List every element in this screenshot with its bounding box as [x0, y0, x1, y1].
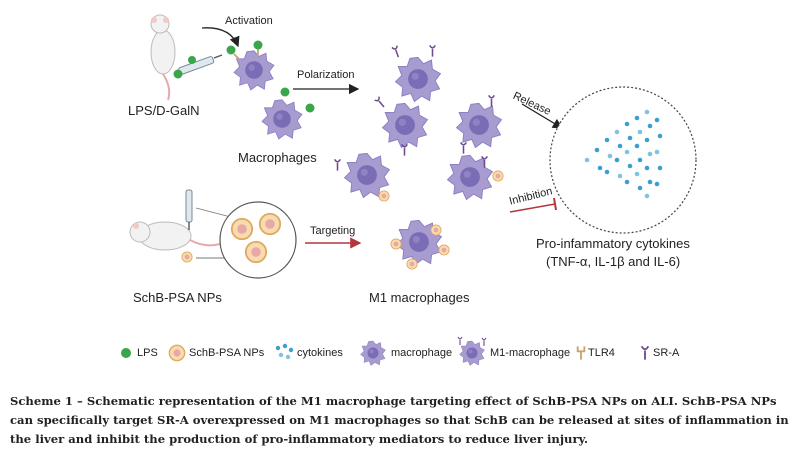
cytokine-dot	[584, 157, 590, 163]
m1-macrophage-icon	[457, 336, 487, 366]
targeting-label: Targeting	[310, 225, 356, 237]
cytokine-dot	[627, 163, 633, 169]
cytokine-dot	[604, 137, 610, 143]
cytokine-dot	[614, 129, 620, 135]
m1-macrophages-label: M1 macrophages	[369, 290, 470, 305]
legend-label-nps: SchB-PSA NPs	[189, 347, 265, 359]
cytokine-dot	[604, 169, 610, 175]
cytokine-dot	[634, 143, 640, 149]
cytokine-dots	[584, 109, 663, 199]
macrophage	[261, 87, 315, 140]
cytokines-title: Pro-infammatory cytokines	[536, 236, 690, 251]
cytokine-dot	[644, 109, 650, 115]
inhibition-arrow	[509, 197, 557, 213]
cytokine-dot	[617, 173, 623, 179]
polarization-label: Polarization	[297, 69, 355, 81]
m1-macrophage	[390, 219, 450, 270]
cytokine-dot	[634, 171, 640, 177]
mouse-injection-icon	[150, 14, 223, 101]
cytokine-dot	[624, 179, 630, 185]
cytokine-dot	[637, 157, 643, 163]
m1-macrophage-cluster	[333, 44, 504, 202]
sr-a-icon	[640, 345, 650, 361]
cytokine-dot	[647, 123, 653, 129]
cytokine-dot	[647, 179, 653, 185]
cytokine-dot	[654, 181, 660, 187]
tlr4-icon	[576, 345, 586, 361]
legend	[121, 336, 650, 366]
mouse-injection-icon	[129, 189, 221, 263]
cytokine-dot	[657, 165, 663, 171]
cytokine-dot	[657, 133, 663, 139]
legend-label-lps: LPS	[137, 347, 158, 359]
macrophage-icon	[360, 340, 386, 366]
cytokine-dot	[597, 165, 603, 171]
legend-label-macrophage: macrophage	[391, 347, 453, 359]
cytokine-dot	[644, 137, 650, 143]
cytokine-dot	[644, 193, 650, 199]
legend-label-cytokines: cytokines	[297, 347, 343, 359]
lps-dot-icon	[121, 348, 131, 358]
cytokine-dot	[624, 149, 630, 155]
cytokine-dot	[614, 157, 620, 163]
cytokines-icon	[275, 343, 294, 360]
cytokine-dot	[617, 143, 623, 149]
macrophage	[226, 40, 275, 91]
cytokine-dot	[607, 153, 613, 159]
cytokine-region	[549, 86, 697, 234]
cytokine-dot	[594, 147, 600, 153]
cytokine-dot	[654, 117, 660, 123]
cytokine-dot	[624, 121, 630, 127]
cytokine-dot	[654, 149, 660, 155]
cytokine-dot	[637, 185, 643, 191]
macrophages-label: Macrophages	[238, 150, 317, 165]
nanoparticle-magnified	[219, 201, 297, 279]
legend-label-sr-a: SR-A	[653, 347, 680, 359]
lps-dgaln-label: LPS/D-GalN	[128, 103, 200, 118]
cytokine-dot	[644, 165, 650, 171]
figure-caption: Scheme 1 – Schematic representation of t…	[10, 394, 789, 446]
cytokine-dot	[637, 129, 643, 135]
legend-label-m1-macrophage: M1-macrophage	[490, 347, 571, 359]
cytokines-list: (TNF-α, IL-1β and IL-6)	[546, 254, 681, 269]
schb-psa-nps-label: SchB-PSA NPs	[133, 290, 222, 305]
cytokine-dot	[634, 115, 640, 121]
activation-label: Activation	[225, 15, 273, 27]
cytokine-dot	[647, 151, 653, 157]
legend-label-tlr4: TLR4	[588, 347, 615, 359]
scheme-diagram	[121, 14, 697, 366]
cytokine-dot	[627, 135, 633, 141]
nanoparticle-icon	[168, 344, 186, 362]
